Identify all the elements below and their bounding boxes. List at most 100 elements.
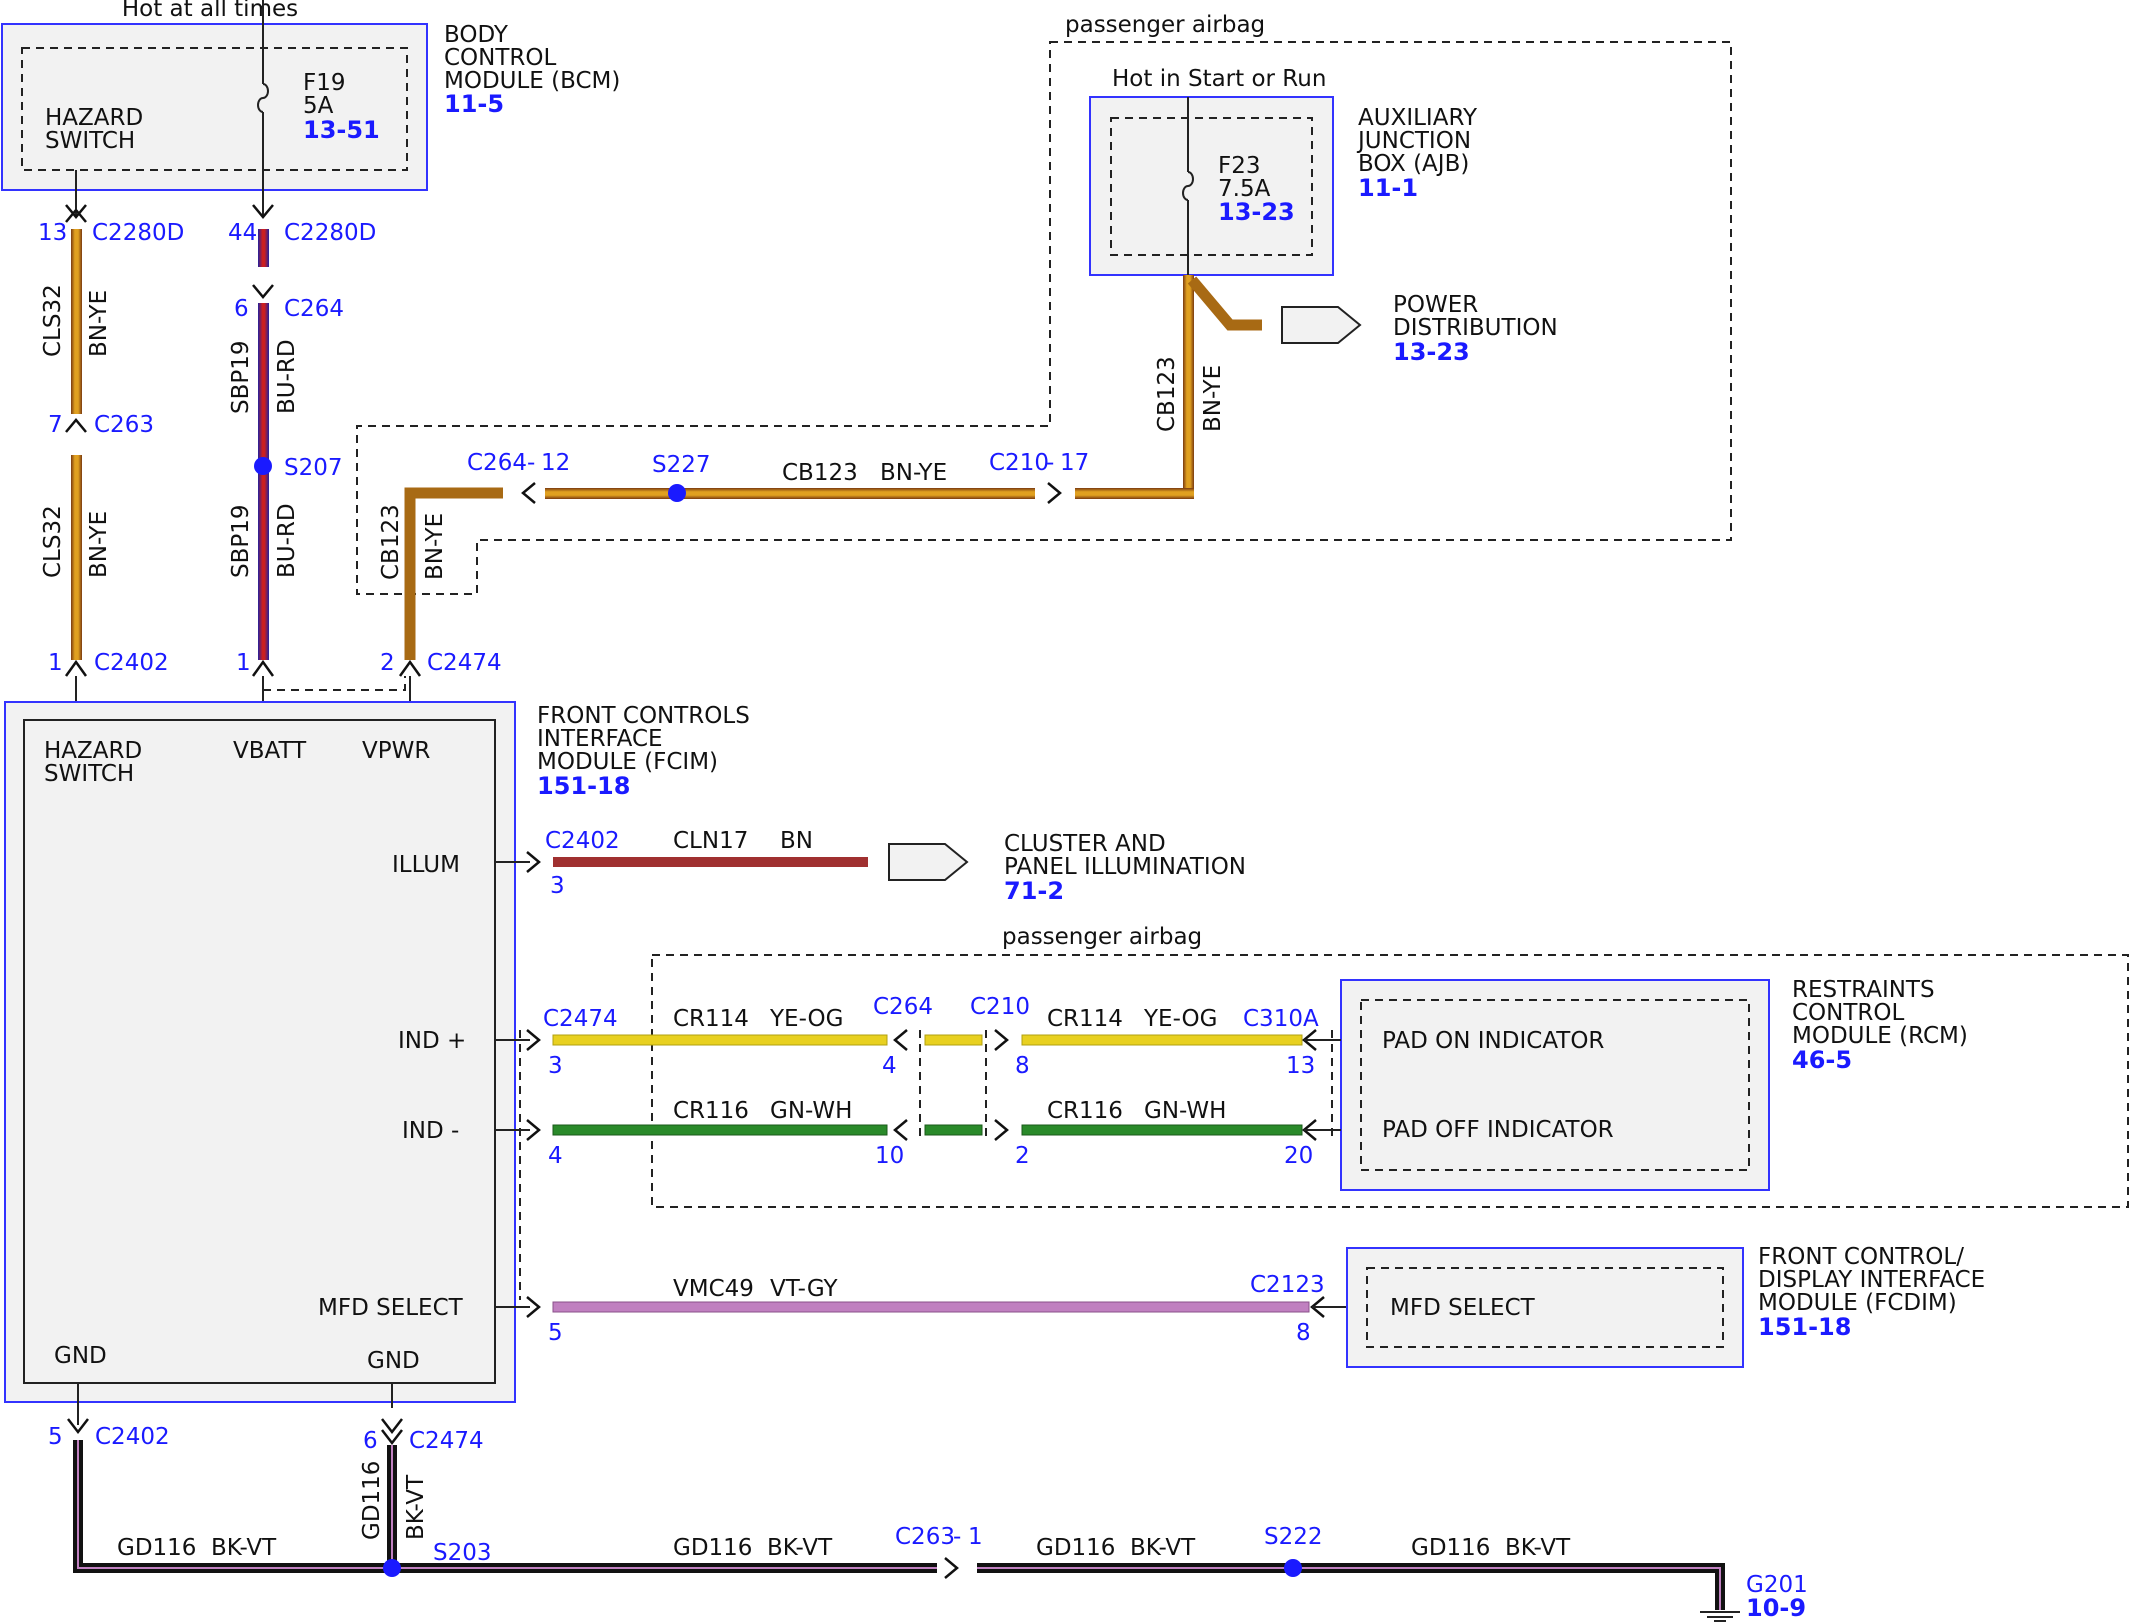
pin-2: 2 (380, 650, 395, 676)
cls32-color-upper: BN-YE (86, 290, 112, 357)
gd116-color-4: BK-VT (1505, 1535, 1571, 1561)
gd116-circuit-vertical: GD116 (359, 1461, 385, 1540)
bcm-hazard-switch-line1: HAZARD (45, 105, 143, 131)
passenger-airbag-label-top: passenger airbag (1065, 12, 1265, 38)
cr116-color-left: GN-WH (770, 1098, 852, 1124)
connector-c2402-c: C2402 (95, 1424, 170, 1450)
rcm-module: passenger airbag PAD ON INDICATOR PAD OF… (651, 924, 2129, 1208)
cr114-wire-right (1021, 1034, 1303, 1046)
ajb-name-line3: BOX (AJB) (1358, 151, 1469, 177)
cluster-ref-link[interactable]: 71-2 (1004, 877, 1064, 905)
sbp19-circuit-upper: SBP19 (228, 340, 254, 414)
pin-44: 44 (228, 220, 257, 246)
splice-s207 (254, 457, 272, 475)
fcim-pin-gnd-2: GND (367, 1348, 420, 1374)
cln17-color: BN (780, 828, 813, 854)
cln17-circuit: CLN17 (673, 828, 748, 854)
fcdim-name-line3: MODULE (FCDIM) (1758, 1290, 1957, 1316)
splice-s203-label: S203 (433, 1540, 492, 1566)
cr116-color-right: GN-WH (1144, 1098, 1226, 1124)
fcim-name-line2: INTERFACE (537, 726, 663, 752)
fcim-pin-vbatt: VBATT (233, 738, 307, 764)
rcm-ref-link[interactable]: 46-5 (1792, 1046, 1852, 1074)
connector-c2123: C2123 (1250, 1272, 1325, 1298)
splice-s227-label: S227 (652, 452, 711, 478)
ground-ref-link[interactable]: 10-9 (1746, 1594, 1806, 1622)
cb123-circuit-left: CB123 (378, 504, 404, 580)
cluster-arrow-icon (888, 843, 969, 881)
cb123-color-horizontal: BN-YE (880, 460, 947, 486)
splice-s222-label: S222 (1264, 1524, 1323, 1550)
power-distribution-line2: DISTRIBUTION (1393, 315, 1558, 341)
gd116-circuit-2: GD116 (673, 1535, 752, 1561)
gd116-color-vertical: BK-VT (403, 1474, 429, 1540)
ajb-name-line1: AUXILIARY (1358, 105, 1478, 131)
fcdim-inner-box (1366, 1267, 1724, 1348)
pin-13: 13 (38, 220, 67, 246)
cb123-wire-right (1075, 488, 1194, 499)
pin-20: 20 (1284, 1143, 1313, 1169)
fcdim-ref-link[interactable]: 151-18 (1758, 1313, 1851, 1341)
cb123-color-vertical: BN-YE (1200, 365, 1226, 432)
connector-c2402-b: C2402 (545, 828, 620, 854)
vmc49-wire (552, 1301, 1310, 1313)
connector-c2474-a: C2474 (427, 650, 502, 676)
fcim-pin-hazard-line1: HAZARD (44, 738, 142, 764)
fuse-f23-ref[interactable]: 13-23 (1218, 198, 1295, 226)
cb123-wire-vertical (1183, 275, 1194, 495)
cb123-color-left: BN-YE (422, 513, 448, 580)
cr116-circuit-right: CR116 (1047, 1098, 1123, 1124)
ajb-module: passenger airbag Hot in Start or Run F23… (356, 12, 1732, 720)
pin-1c: 1 (968, 1524, 983, 1550)
sbp19-circuit-lower: SBP19 (228, 504, 254, 578)
bcm-name-line3: MODULE (BCM) (444, 68, 620, 94)
connector-c2474-c: C2474 (409, 1428, 484, 1454)
rcm-name-line2: CONTROL (1792, 1000, 1905, 1026)
cln17-wire (553, 857, 868, 867)
bcm-hazard-switch-line2: SWITCH (45, 128, 135, 154)
ajb-ref-link[interactable]: 11-1 (1358, 174, 1418, 202)
bcm-name-line1: BODY (444, 22, 509, 48)
bcm-ref-link[interactable]: 11-5 (444, 90, 504, 118)
fcim-name-line3: MODULE (FCIM) (537, 749, 718, 775)
cb123-circuit-vertical: CB123 (1154, 356, 1180, 432)
cr114-wire-left (552, 1034, 888, 1046)
connector-c2280d-b: C2280D (284, 220, 376, 246)
gd116-color-2: BK-VT (767, 1535, 833, 1561)
fcim-ref-link[interactable]: 151-18 (537, 772, 630, 800)
gd116-color-1: BK-VT (211, 1535, 277, 1561)
passenger-airbag-boundary-top (356, 41, 1732, 595)
cr114-wire-jumper (924, 1034, 983, 1046)
pin-3b: 3 (548, 1053, 563, 1079)
cluster-name-line2: PANEL ILLUMINATION (1004, 854, 1246, 880)
sbp19-wire-stub (258, 229, 269, 267)
vmc49-circuit: VMC49 (673, 1276, 754, 1302)
sbp19-color-upper: BU-RD (274, 339, 300, 414)
pin-4b: 4 (548, 1143, 563, 1169)
fuse-f19-ref[interactable]: 13-51 (303, 116, 380, 144)
pin-7: 7 (48, 412, 63, 438)
cr114-color-right: YE-OG (1143, 1006, 1217, 1032)
fcim-pin-ind-plus: IND + (398, 1028, 466, 1054)
power-distribution-wire (1187, 276, 1262, 331)
cls32-color-lower: BN-YE (86, 511, 112, 578)
power-distribution-arrow-icon (1281, 306, 1362, 344)
cr114-color-left: YE-OG (769, 1006, 843, 1032)
cls32-wire-lower (71, 455, 82, 660)
power-distribution-ref-link[interactable]: 13-23 (1393, 338, 1470, 366)
connector-c2402-a: C2402 (94, 650, 169, 676)
ind-minus-circuit: 4 CR116 GN-WH 10 2 CR116 GN-WH 20 (495, 1098, 1341, 1169)
pin-13b: 13 (1286, 1053, 1315, 1079)
gd116-circuit-3: GD116 (1036, 1535, 1115, 1561)
cr114-circuit-left: CR114 (673, 1006, 749, 1032)
rcm-pad-on-indicator: PAD ON INDICATOR (1382, 1028, 1604, 1054)
pin-4a: 4 (882, 1053, 897, 1079)
fuse-f19-icon (257, 83, 269, 113)
gd116-circuit-1: GD116 (117, 1535, 196, 1561)
fcdim-name-line2: DISPLAY INTERFACE (1758, 1267, 1985, 1293)
bcm-box (1, 23, 428, 191)
connector-frames (519, 1030, 1333, 1300)
ground-circuit: 5 C2402 6 C2474 GD116 BK-VT GD116 BK-VT … (48, 1383, 1808, 1622)
fcim-pin-hazard-line2: SWITCH (44, 761, 134, 787)
connector-c264-b: C264 (873, 994, 933, 1020)
